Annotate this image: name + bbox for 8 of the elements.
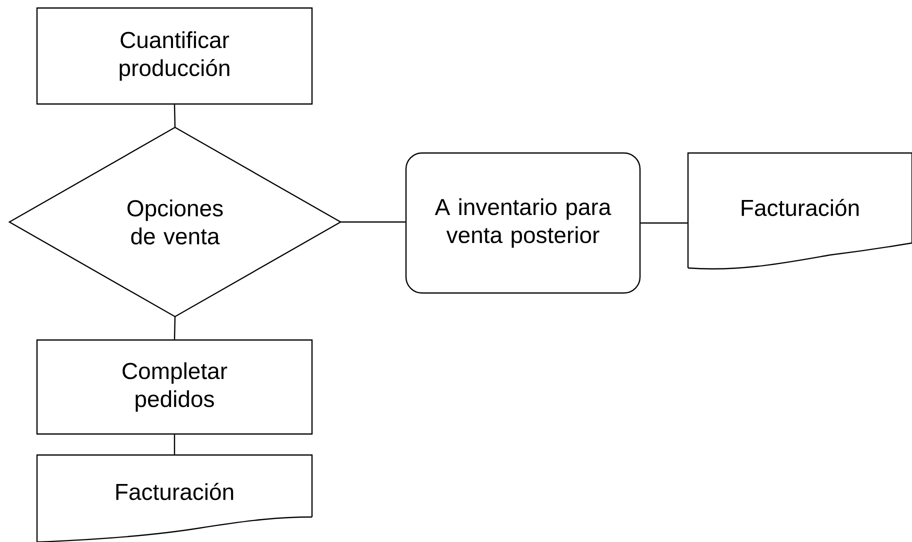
connector-line	[640, 222, 688, 224]
connector-line	[174, 104, 176, 128]
process-box: Completar pedidos	[36, 339, 313, 435]
connector-line	[340, 221, 406, 223]
process-box: Cuantificar producción	[36, 7, 313, 105]
connector-line	[174, 316, 176, 340]
connector-line	[174, 434, 176, 454]
rounded-box: A inventario para venta posterior	[405, 152, 641, 294]
